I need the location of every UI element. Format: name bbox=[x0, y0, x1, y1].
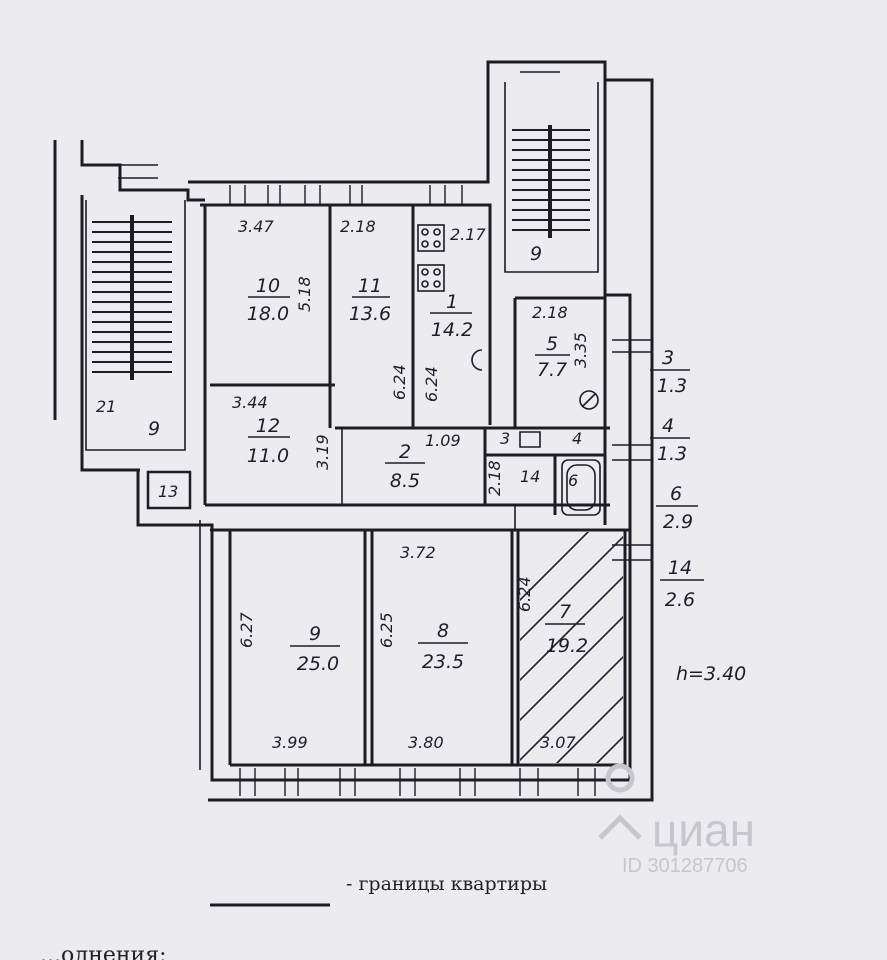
room-7-hatching bbox=[520, 532, 623, 763]
stair-label: 9 bbox=[530, 243, 542, 265]
room-13-label: 13 bbox=[158, 482, 178, 501]
room-3-label: 3 bbox=[500, 429, 510, 448]
dimension: 3.35 bbox=[571, 332, 590, 368]
room-area: 8.5 bbox=[390, 470, 420, 492]
room-area: 13.6 bbox=[349, 303, 391, 325]
room-number: 11 bbox=[358, 275, 382, 297]
room-10-label: 10 18.0 bbox=[247, 275, 290, 325]
room-6-label: 6 bbox=[568, 471, 578, 490]
side-item-14: 14 2.6 bbox=[660, 557, 704, 611]
room-number: 2 bbox=[399, 441, 411, 463]
room-12-label: 12 11.0 bbox=[247, 415, 290, 467]
side-item-3: 3 1.3 bbox=[650, 347, 690, 397]
room-14-label: 14 bbox=[520, 467, 540, 486]
room-area: 18.0 bbox=[247, 303, 289, 325]
stair-number: 21 bbox=[96, 397, 116, 416]
room-number: 10 bbox=[256, 275, 280, 297]
dimension: 6.24 bbox=[390, 364, 409, 400]
dimension: 3.72 bbox=[400, 543, 436, 562]
toilet-icon bbox=[579, 390, 599, 410]
side-room-list: 3 1.3 4 1.3 6 2.9 14 2.6 h=3.40 bbox=[650, 347, 746, 685]
room-number: 12 bbox=[256, 415, 280, 437]
room-8-label: 8 23.5 bbox=[418, 620, 468, 673]
room-5-label: 5 7.7 bbox=[535, 333, 570, 381]
interior-walls bbox=[203, 205, 630, 767]
bottom-caption: ...олнения: bbox=[40, 943, 167, 960]
room-area: 11.0 bbox=[247, 445, 289, 467]
room-11-label: 11 13.6 bbox=[349, 275, 391, 325]
room-1-label: 1 14.2 bbox=[430, 291, 473, 341]
dimension: 6.25 bbox=[377, 612, 396, 648]
ceiling-height-note: h=3.40 bbox=[676, 663, 746, 685]
dimension-labels: 3.47 2.18 2.17 5.18 2.18 3.35 6.24 6.24 … bbox=[232, 217, 590, 752]
side-item-area: 2.6 bbox=[665, 589, 695, 611]
room-number: 1 bbox=[446, 291, 458, 313]
room-number: 5 bbox=[546, 333, 558, 355]
dimension: 2.18 bbox=[485, 460, 504, 496]
washbasin-icon bbox=[471, 349, 541, 448]
dimension: 2.18 bbox=[340, 217, 376, 236]
watermark-brand: циан bbox=[652, 804, 755, 856]
room-7-label: 7 19.2 bbox=[545, 601, 588, 657]
room-number: 7 bbox=[559, 601, 571, 623]
room-area: 14.2 bbox=[431, 319, 473, 341]
dimension: 3.99 bbox=[272, 733, 308, 752]
room-2-label: 2 8.5 bbox=[385, 441, 425, 492]
dimension: 2.18 bbox=[532, 303, 568, 322]
dimension: 6.24 bbox=[515, 576, 534, 612]
dimension: 2.17 bbox=[450, 225, 486, 244]
side-item-area: 1.3 bbox=[657, 375, 687, 397]
legend-text: - границы квартиры bbox=[346, 873, 547, 895]
side-item-6: 6 2.9 bbox=[656, 483, 698, 533]
cian-logo-icon bbox=[598, 763, 642, 840]
stair-label: 9 bbox=[148, 418, 160, 440]
dimension: 6.27 bbox=[237, 612, 256, 648]
room-9-label: 9 25.0 bbox=[290, 623, 340, 675]
outer-walls bbox=[53, 60, 654, 802]
legend: - границы квартиры bbox=[210, 873, 547, 907]
dimension: 5.18 bbox=[295, 276, 314, 312]
watermark-id: ID 301287706 bbox=[622, 855, 748, 877]
window-marks bbox=[118, 61, 652, 796]
dimension: 3.19 bbox=[313, 434, 332, 470]
side-item-area: 2.9 bbox=[663, 511, 693, 533]
dimension: 3.44 bbox=[232, 393, 268, 412]
side-item-number: 4 bbox=[662, 415, 674, 437]
side-item-number: 14 bbox=[668, 557, 692, 579]
side-item-area: 1.3 bbox=[657, 443, 687, 465]
sink-icon bbox=[417, 264, 445, 292]
stair-left bbox=[92, 215, 172, 380]
side-item-number: 6 bbox=[670, 483, 682, 505]
stove-icon bbox=[417, 224, 445, 252]
room-area: 23.5 bbox=[422, 651, 464, 673]
room-area: 7.7 bbox=[537, 359, 567, 381]
dimension: 1.09 bbox=[425, 431, 461, 450]
room-area: 25.0 bbox=[297, 653, 339, 675]
bathtub-icon bbox=[561, 459, 601, 516]
room-labels: 10 18.0 11 13.6 1 14.2 5 7.7 12 11.0 2 8… bbox=[247, 275, 588, 675]
watermark: циан ID 301287706 bbox=[598, 763, 755, 877]
dimension: 6.24 bbox=[422, 366, 441, 402]
room-area: 19.2 bbox=[546, 635, 588, 657]
dimension: 3.80 bbox=[408, 733, 444, 752]
room-number: 8 bbox=[437, 620, 449, 642]
stair-right bbox=[512, 125, 590, 238]
misc-labels: 9 9 21 13 3 4 14 6 bbox=[96, 243, 582, 510]
dimension: 3.07 bbox=[540, 733, 576, 752]
room-4-label: 4 bbox=[572, 429, 582, 448]
dimension: 3.47 bbox=[238, 217, 274, 236]
side-item-4: 4 1.3 bbox=[650, 415, 690, 465]
side-item-number: 3 bbox=[662, 347, 674, 369]
room-number: 9 bbox=[309, 623, 321, 645]
